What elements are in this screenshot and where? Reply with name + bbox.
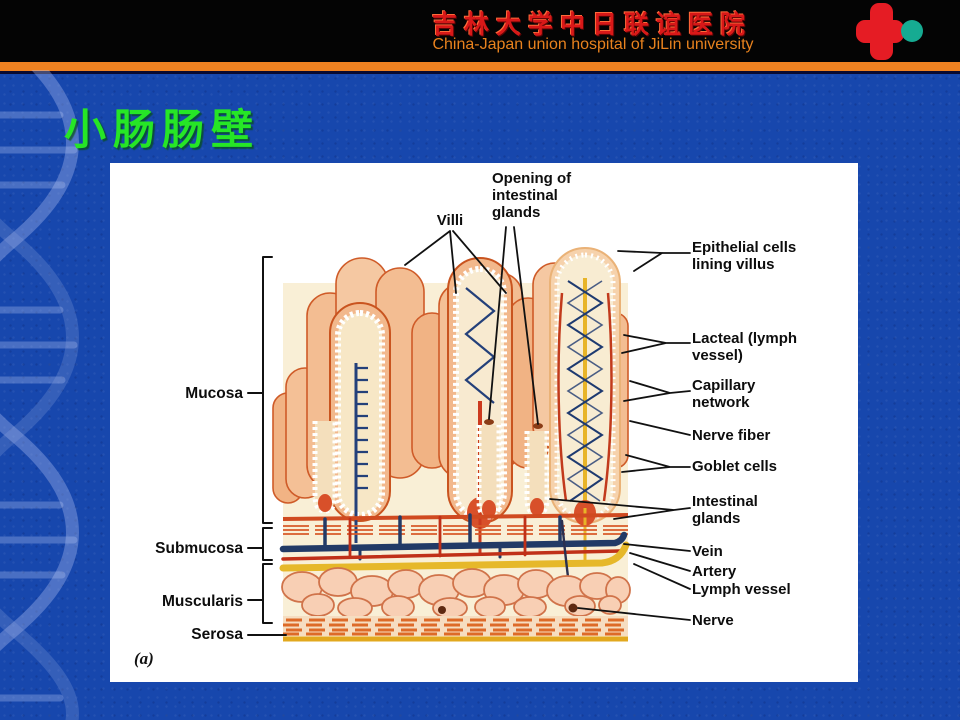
- dna-helix-decoration: [0, 70, 79, 720]
- label-villi: Villi: [436, 212, 464, 229]
- capillary-zigzag: [464, 287, 496, 404]
- nerve-ganglion-dot: [438, 606, 446, 614]
- gland-opening: [533, 423, 543, 429]
- nerve-fiber-pointer: [629, 420, 691, 436]
- muscularis-layer: [281, 567, 631, 619]
- crypt-2: [476, 419, 502, 520]
- crypt-3: [524, 423, 550, 517]
- lymph-pointer: [633, 563, 691, 590]
- capillary-network-mesh: [566, 280, 604, 502]
- label-goblet-cells: Goblet cells: [692, 458, 778, 475]
- artery-vessel: [281, 549, 622, 561]
- vein-vessel: [279, 531, 628, 553]
- intestine-wall-illustration: [247, 226, 691, 642]
- sectioned-villus-left: [329, 302, 391, 543]
- layer-brackets: [247, 256, 287, 636]
- intestinal-glands-pointer: [549, 498, 691, 520]
- muscularis-bracket: [247, 563, 273, 624]
- capillary-pointer: [623, 380, 691, 402]
- gland-opening: [484, 419, 494, 425]
- hospital-name-chinese: 吉林大学中日联谊医院: [431, 11, 752, 39]
- nerve-comb: [354, 363, 368, 543]
- red-cross-icon: [856, 3, 904, 60]
- accent-stripe: [0, 62, 960, 74]
- label-capillary-network: Capillary network: [692, 377, 756, 411]
- page-title: 小肠肠壁: [64, 106, 261, 153]
- artery-pointer: [629, 552, 691, 572]
- label-serosa: Serosa: [191, 626, 243, 643]
- label-opening-of-intestinal-glands: Opening of intestinal glands: [492, 170, 572, 221]
- opening-pointers: [488, 226, 539, 425]
- hospital-logo-icon: [856, 3, 923, 60]
- label-nerve-fiber: Nerve fiber: [692, 427, 771, 444]
- figure-caption: (a): [134, 649, 154, 668]
- label-muscularis: Muscularis: [162, 593, 243, 610]
- intestine-wall-figure: Villi Opening of intestinal glands Epith…: [110, 163, 858, 682]
- hospital-name-english: China-Japan union hospital of JiLin univ…: [432, 36, 754, 53]
- label-vein: Vein: [692, 543, 723, 560]
- epithelial-pointer: [617, 250, 691, 272]
- villi-pointers: [404, 230, 507, 294]
- detailed-villus-right: [549, 247, 621, 565]
- nerve-pointer: [577, 607, 691, 621]
- crypt-1: [312, 421, 338, 514]
- vein-pointer: [623, 543, 691, 552]
- label-epithelial-cells: Epithelial cells lining villus: [692, 239, 797, 273]
- label-lymph-vessel: Lymph vessel: [692, 581, 791, 598]
- label-artery: Artery: [692, 563, 737, 580]
- header-bar: 吉林大学中日联谊医院 China-Japan union hospital of…: [0, 0, 960, 62]
- lymph-vessel-band: [279, 541, 630, 572]
- submucosa-bracket: [247, 527, 273, 561]
- label-lacteal: Lacteal (lymph vessel): [692, 330, 798, 364]
- nerve-ending-dot: [568, 603, 578, 613]
- label-nerve: Nerve: [692, 612, 734, 629]
- pointer-lines: [404, 226, 691, 621]
- label-mucosa: Mucosa: [185, 385, 243, 402]
- label-intestinal-glands: Intestinal glands: [692, 493, 758, 527]
- teal-dot-icon: [901, 20, 923, 42]
- label-submucosa: Submucosa: [155, 540, 243, 557]
- goblet-pointer: [621, 454, 691, 473]
- submucosa-vessels: [279, 513, 630, 607]
- longitudinal-muscle-layer: [283, 616, 628, 636]
- muscularis-mucosae: [282, 513, 629, 535]
- lacteal-pointer: [621, 334, 691, 354]
- mucosa-bracket: [247, 256, 273, 524]
